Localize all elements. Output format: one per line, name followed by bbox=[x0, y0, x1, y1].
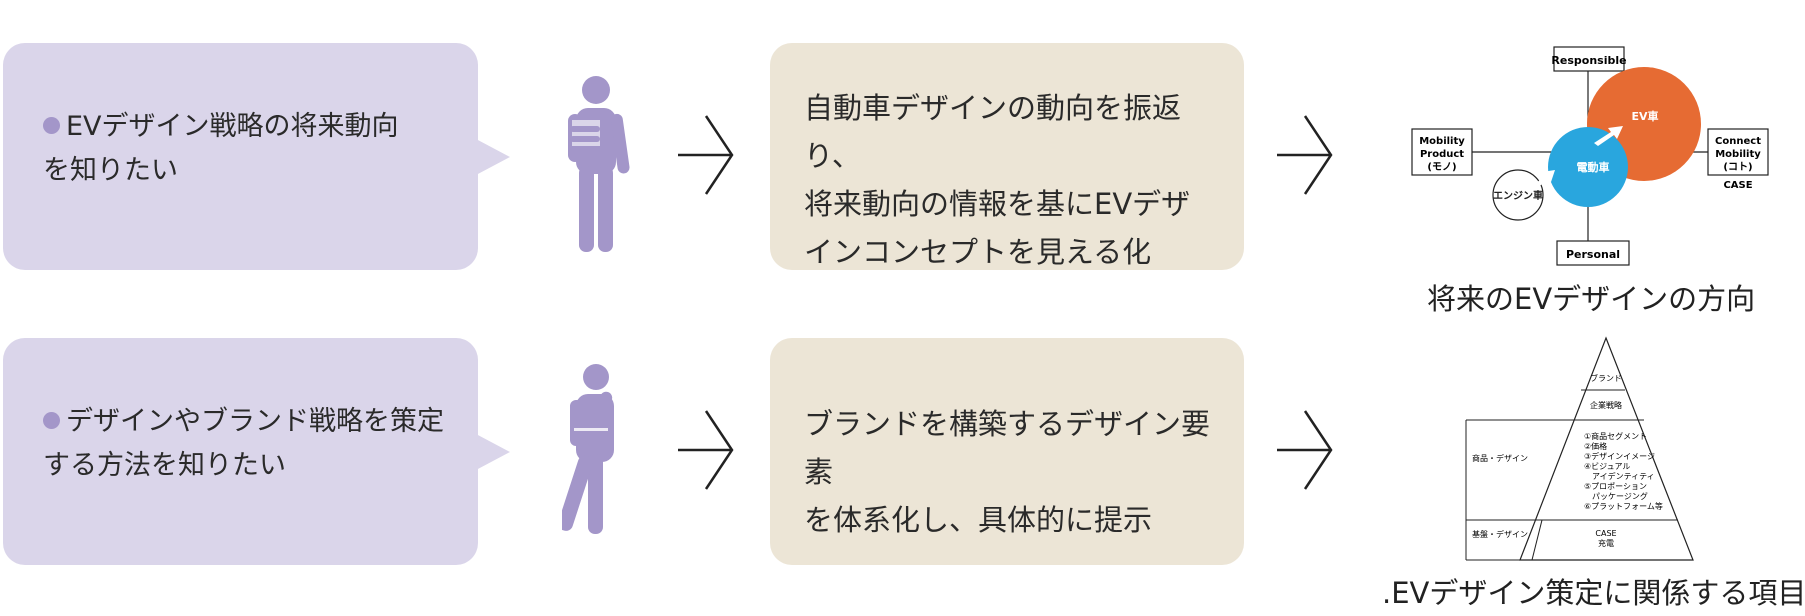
person-holding-document-icon bbox=[568, 76, 630, 252]
design-element-pyramid: ブランド 企業戦略 商品・デザイン ①商品セグメント ②価格 ③デザインイメージ… bbox=[1465, 336, 1694, 561]
transition-arrow-icon bbox=[1594, 126, 1623, 146]
tier-brand: ブランド bbox=[1590, 373, 1622, 383]
svg-text:④ビジュアル: ④ビジュアル bbox=[1584, 462, 1630, 471]
electrified-circle bbox=[1548, 127, 1628, 207]
svg-text:Connect: Connect bbox=[1715, 136, 1761, 147]
svg-text:⑥プラットフォーム等: ⑥プラットフォーム等 bbox=[1584, 501, 1663, 511]
svg-text:Mobility: Mobility bbox=[1715, 149, 1761, 160]
solution-box-1: 自動車デザインの動向を振返り、 将来動向の情報を基にEVデザ インコンセプトを見… bbox=[770, 43, 1244, 270]
transition-arrow-icon bbox=[1531, 170, 1555, 190]
svg-text:⑤プロポーション: ⑤プロポーション bbox=[1584, 482, 1647, 491]
svg-text:EV車: EV車 bbox=[1631, 109, 1658, 123]
svg-text:エンジン車: エンジン車 bbox=[1493, 189, 1543, 202]
svg-text:アイデンティティ: アイデンティティ bbox=[1584, 471, 1655, 481]
arrow-right-icon bbox=[678, 410, 734, 490]
bullet-dot bbox=[43, 412, 60, 429]
svg-text:Product: Product bbox=[1420, 149, 1464, 160]
ev-direction-diagram: Responsible Personal Mobility Product (モ… bbox=[1411, 46, 1769, 266]
solution-text-2: ブランドを構築するデザイン要素 を体系化し、具体的に提示 bbox=[804, 407, 1211, 537]
svg-text:①商品セグメント: ①商品セグメント bbox=[1584, 431, 1647, 441]
axis-label-top bbox=[1553, 46, 1625, 72]
svg-text:②価格: ②価格 bbox=[1584, 441, 1607, 451]
diagram-caption-1: 将来のEVデザインの方向 bbox=[1427, 282, 1756, 316]
need-bubble-1: EVデザイン戦略の将来動向 を知りたい bbox=[3, 43, 510, 270]
arrow-right-icon bbox=[678, 115, 734, 195]
person-thinking-icon bbox=[562, 364, 614, 534]
svg-text:電動車: 電動車 bbox=[1577, 160, 1610, 174]
svg-text:パッケージング: パッケージング bbox=[1584, 491, 1648, 501]
tier-corporate-strategy: 企業戦略 bbox=[1590, 400, 1622, 410]
diagram-caption-2: .EVデザイン策定に関係する項目 bbox=[1382, 576, 1805, 610]
axis-label-right bbox=[1707, 128, 1769, 176]
case-label: CASE bbox=[1723, 180, 1752, 191]
svg-text:③デザインイメージ: ③デザインイメージ bbox=[1584, 451, 1655, 461]
axis-label-bottom bbox=[1556, 240, 1630, 266]
axis-label-top-text: Responsible bbox=[1551, 54, 1626, 67]
svg-text:(コト): (コト) bbox=[1723, 161, 1752, 173]
tier-foundation-item: CASE bbox=[1595, 529, 1616, 538]
arrow-right-icon bbox=[1277, 410, 1333, 490]
solution-box-2: ブランドを構築するデザイン要素 を体系化し、具体的に提示 bbox=[770, 338, 1244, 565]
tier-foundation-design-label: 基盤・デザイン bbox=[1472, 529, 1528, 539]
tier-product-design-label: 商品・デザイン bbox=[1472, 453, 1528, 463]
need-text-2: デザインやブランド戦略を策定 する方法を知りたい bbox=[43, 406, 444, 481]
tier-product-design-items: ①商品セグメント ②価格 ③デザインイメージ ④ビジュアル アイデンティティ ⑤… bbox=[1584, 431, 1663, 511]
need-text-1: EVデザイン戦略の将来動向 を知りたい bbox=[43, 111, 399, 186]
solution-text-1: 自動車デザインの動向を振返り、 将来動向の情報を基にEVデザ インコンセプトを見… bbox=[804, 91, 1191, 269]
bullet-dot bbox=[43, 117, 60, 134]
svg-text:Mobility: Mobility bbox=[1419, 136, 1465, 147]
pyramid-outline bbox=[1519, 336, 1694, 561]
axis-label-left bbox=[1411, 128, 1473, 176]
arrow-right-icon bbox=[1277, 115, 1333, 195]
tier-foundation-item: 充電 bbox=[1598, 538, 1614, 548]
engine-circle bbox=[1492, 169, 1544, 221]
axis-label-bottom-text: Personal bbox=[1566, 248, 1620, 261]
svg-text:(モノ): (モノ) bbox=[1427, 162, 1456, 173]
need-bubble-2: デザインやブランド戦略を策定 する方法を知りたい bbox=[3, 338, 510, 565]
